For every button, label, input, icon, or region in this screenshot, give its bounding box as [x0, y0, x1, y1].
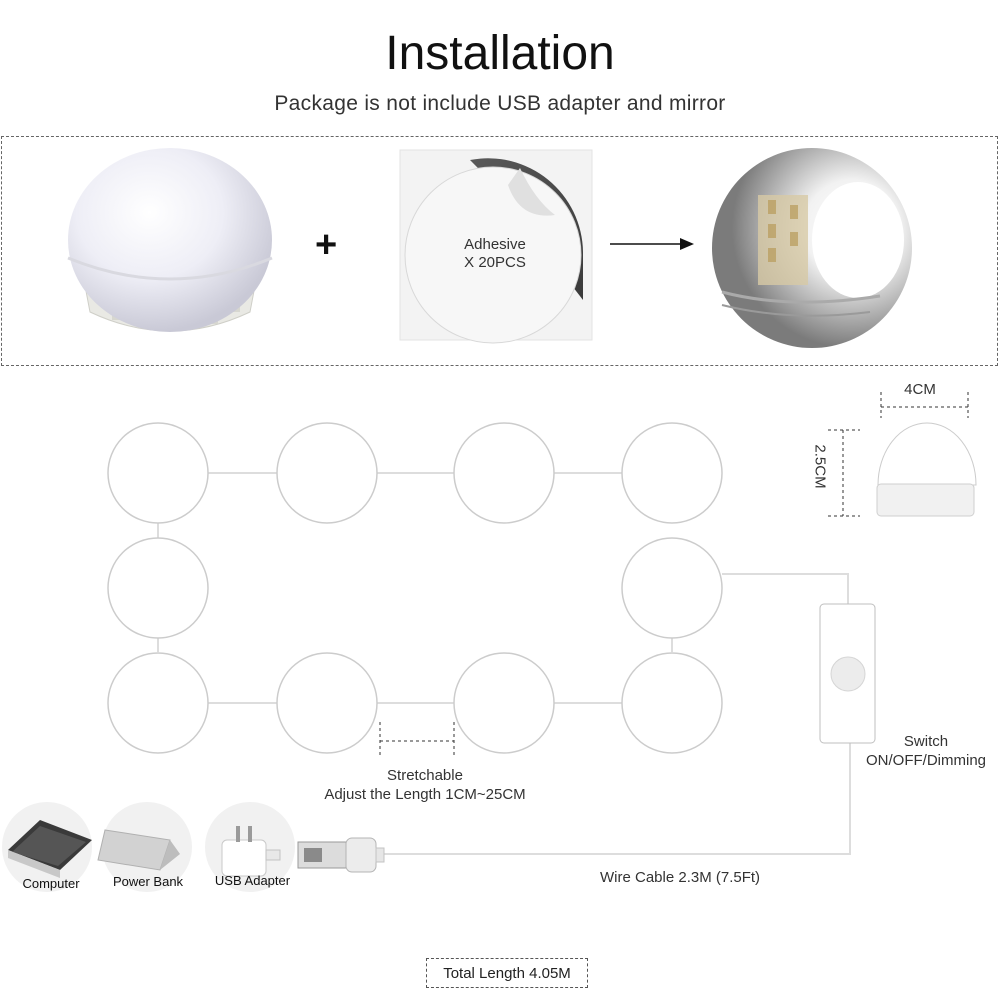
stretch-label: Stretchable Adjust the Length 1CM~25CM — [290, 766, 560, 804]
arrow-right-icon — [610, 238, 694, 250]
stretch-dimension — [379, 722, 455, 756]
package-illustrations: + — [67, 148, 912, 348]
bulb-8 — [276, 652, 378, 754]
bulb-2 — [276, 422, 378, 524]
power-source-usb-adapter-label: USB Adapter — [214, 873, 291, 888]
total-length-label: Total Length 4.05M — [426, 958, 588, 988]
adhesive-sticker-icon — [399, 149, 593, 344]
package-note: Package is not include USB adapter and m… — [274, 92, 726, 115]
switch-label: Switch ON/OFF/Dimming — [846, 732, 1000, 770]
bulb-height-label: 2.5CM — [811, 444, 829, 489]
power-source-illustrations — [2, 802, 295, 892]
bulb-9 — [453, 652, 555, 754]
power-bank-icon — [97, 802, 192, 892]
plus-symbol: + — [315, 224, 337, 266]
adhesive-label-line2: X 20PCS — [464, 254, 526, 271]
laptop-icon — [2, 802, 92, 892]
bulb-6 — [621, 537, 723, 639]
stretch-label-line2: Adjust the Length 1CM~25CM — [324, 786, 526, 803]
switch-label-line2: ON/OFF/Dimming — [866, 752, 986, 769]
bulb-7 — [107, 652, 209, 754]
usb-plug-icon — [297, 837, 385, 873]
dimmer-switch-icon — [819, 603, 876, 744]
power-source-power-bank-label: Power Bank — [112, 874, 184, 889]
adhesive-label-line1: Adhesive — [464, 236, 526, 253]
usb-adapter-icon — [205, 802, 295, 892]
bulb-size-diagram — [828, 392, 977, 517]
bulb-5 — [107, 537, 209, 639]
bulb-3 — [453, 422, 555, 524]
bulb-array — [107, 422, 723, 754]
installed-bulb-photo-icon — [712, 148, 912, 348]
wire-cable-label: Wire Cable 2.3M (7.5Ft) — [600, 869, 761, 886]
bulb-10 — [621, 652, 723, 754]
bulb-width-label: 4CM — [904, 381, 936, 398]
package-contents-box — [1, 136, 998, 366]
page-title: Installation — [385, 27, 615, 80]
stretch-label-line1: Stretchable — [387, 767, 463, 784]
bulb-1 — [107, 422, 209, 524]
bulb-product-icon — [67, 148, 273, 332]
switch-label-line1: Switch — [903, 733, 949, 750]
adhesive-label: Adhesive X 20PCS — [430, 236, 560, 272]
power-source-computer-label: Computer — [22, 876, 80, 891]
bulb-4 — [621, 422, 723, 524]
